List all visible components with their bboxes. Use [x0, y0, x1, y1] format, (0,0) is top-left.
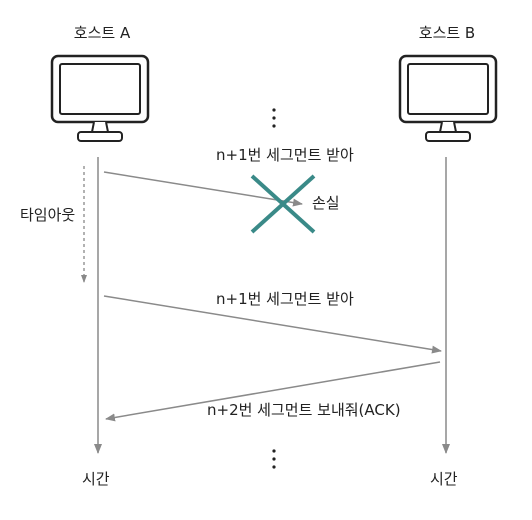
ellipsis-top — [272, 108, 276, 128]
retransmit-segment-arrow — [103, 295, 442, 354]
host-a-time-label: 시간 — [82, 470, 110, 488]
host-b-label: 호스트 B — [418, 24, 476, 42]
host-b-monitor-icon — [398, 54, 498, 142]
ack-arrow — [105, 361, 441, 422]
loss-cross-icon — [250, 174, 316, 234]
lost-segment-arrow — [103, 171, 303, 207]
host-a-monitor-icon — [50, 54, 150, 142]
host-b-time-label: 시간 — [430, 470, 458, 488]
retransmit-segment-label: n+1번 세그먼트 받아 — [216, 290, 354, 308]
timeout-label: 타임아웃 — [20, 206, 76, 224]
loss-label: 손실 — [312, 194, 340, 212]
ack-label: n+2번 세그먼트 보내줘(ACK) — [207, 401, 401, 419]
host-a-label: 호스트 A — [73, 24, 131, 42]
ellipsis-bottom — [272, 449, 276, 469]
lost-segment-label: n+1번 세그먼트 받아 — [216, 146, 354, 164]
